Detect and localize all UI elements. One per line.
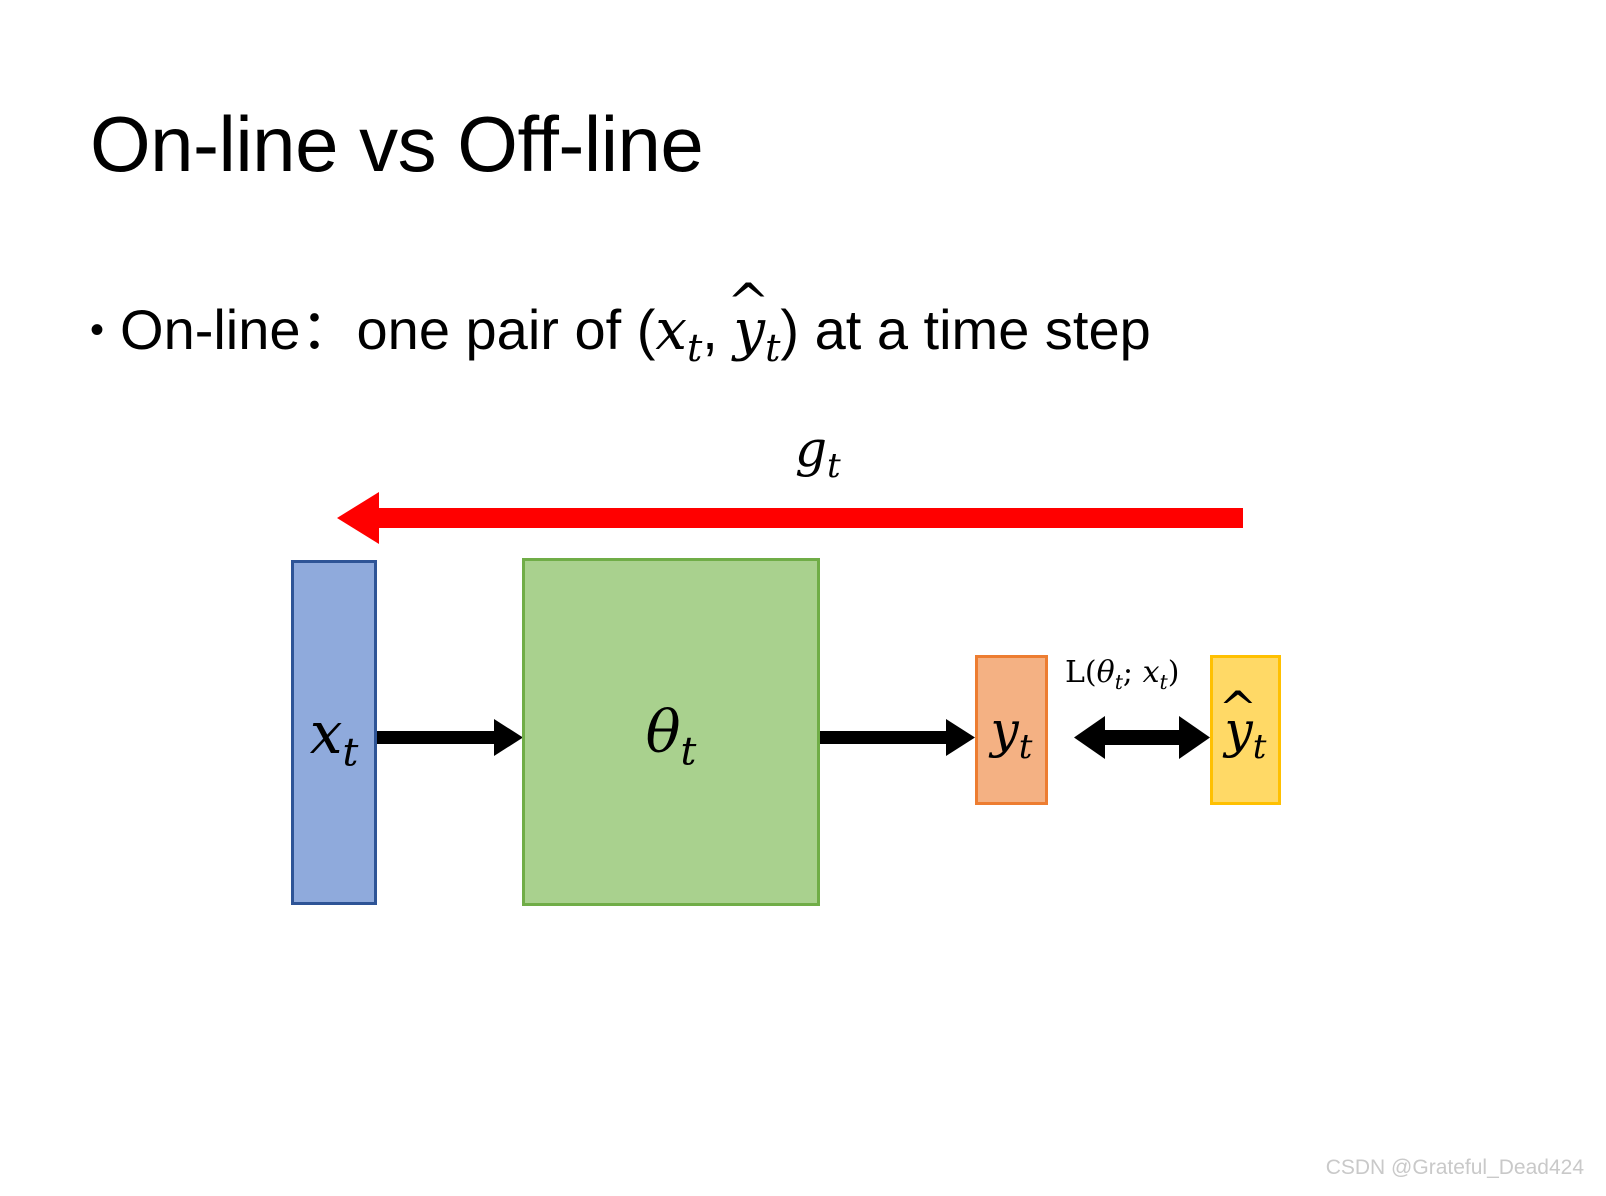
bullet-var-yhat-subscript: t (765, 326, 781, 371)
target-symbol: y (1224, 701, 1253, 759)
loss-semicolon: ; (1122, 655, 1143, 690)
bullet-var-x-subscript: t (686, 326, 703, 371)
bullet-var-yhat: y (733, 298, 766, 363)
hat-accent-icon: ^ (726, 273, 770, 334)
model-subscript: t (680, 728, 697, 775)
gradient-subscript: t (827, 446, 841, 486)
arrow-y-to-yhat (1074, 716, 1210, 759)
target-box-yhat: ^yt (1210, 655, 1281, 805)
output-box-label: yt (990, 701, 1033, 764)
input-subscript: t (342, 729, 359, 776)
bullet-line: • On-line：one pair of (xt, ^yt) at a tim… (90, 278, 1151, 370)
hat-accent-icon: ^ (1218, 681, 1258, 736)
loss-suffix: ) (1167, 655, 1180, 690)
target-symbol-group: ^y (1219, 685, 1258, 759)
loss-theta-subscript: t (1114, 670, 1123, 694)
arrow-theta-to-y (820, 719, 975, 756)
input-symbol: x (309, 698, 343, 767)
loss-label: L(θt; xt) (1065, 655, 1180, 694)
output-symbol: y (990, 701, 1019, 759)
bullet-marker: • (90, 308, 105, 352)
target-box-label: ^yt (1219, 685, 1267, 764)
bullet-text: On-line：one pair of (xt, ^yt) at a time … (120, 278, 1151, 367)
loss-prefix: L( (1065, 655, 1097, 690)
bullet-suffix: ) at a time step (780, 298, 1151, 361)
model-box-label: θt (645, 698, 697, 771)
gradient-symbol: g (795, 420, 828, 478)
model-box-theta: θt (522, 558, 820, 906)
output-subscript: t (1018, 727, 1033, 767)
loss-theta: θ (1096, 655, 1115, 690)
target-subscript: t (1252, 727, 1267, 767)
page-title: On-line vs Off-line (90, 100, 704, 188)
loss-x-subscript: t (1159, 670, 1168, 694)
watermark-text: CSDN @Grateful_Dead424 (1325, 1156, 1584, 1179)
bullet-var-x: x (655, 298, 687, 363)
gradient-label: gt (795, 420, 841, 483)
bullet-prefix: On-line：one pair of ( (120, 298, 656, 361)
gradient-arrow-red (337, 492, 1243, 544)
input-box-x: xt (291, 560, 377, 905)
model-symbol: θ (645, 698, 681, 766)
bullet-var-yhat-group: ^y (727, 278, 770, 365)
arrow-x-to-theta (377, 719, 523, 756)
loss-x: x (1142, 655, 1160, 690)
bullet-separator: , (702, 298, 734, 361)
input-box-label: xt (309, 698, 359, 772)
output-box-y: yt (975, 655, 1048, 805)
